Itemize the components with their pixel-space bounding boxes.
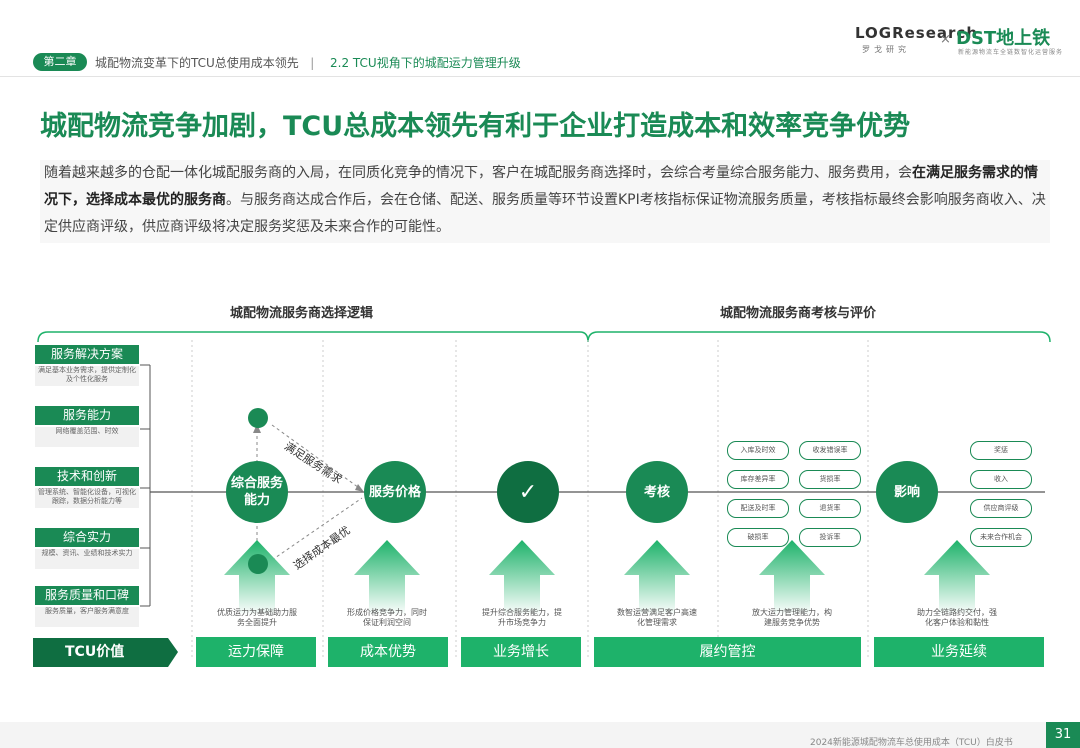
node-service-capability: 综合服务能力: [226, 461, 288, 523]
kpi-pill: 收发错误率: [799, 441, 861, 460]
factor-tech: 技术和创新: [35, 467, 139, 486]
factor-solution-desc: 满足基本业务需求，提供定制化及个性化服务: [35, 366, 139, 386]
value-fulfillment-control: 履约管控: [594, 637, 861, 667]
check-icon: ✓: [497, 461, 559, 523]
footer-text: 2024新能源城配物流车总使用成本（TCU）白皮书: [810, 738, 1013, 748]
arrow-text: 数智运营满足客户高速化管理需求: [617, 608, 697, 627]
paragraph-part1: 随着越来越多的仓配一体化城配服务商的入局，在同质化竞争的情况下，客户在城配服务商…: [44, 165, 912, 181]
factor-tech-desc: 管理系统、智能化设备，可视化跟踪，数据分析能力等: [35, 488, 139, 508]
logo-separator: ×: [940, 32, 951, 47]
value-business-growth: 业务增长: [461, 637, 581, 667]
kpi-pill: 破损率: [727, 528, 789, 547]
dst-logo: DST地上铁: [956, 28, 1051, 49]
factor-quality: 服务质量和口碑: [35, 586, 139, 605]
influence-pill: 收入: [970, 470, 1032, 489]
node-assessment: 考核: [626, 461, 688, 523]
value-capacity-guarantee: 运力保障: [196, 637, 316, 667]
header-divider: [0, 76, 1080, 77]
factor-capability: 服务能力: [35, 406, 139, 425]
column-dividers: [191, 340, 869, 660]
arrow-text: 优质运力为基础助力服务全面提升: [217, 608, 297, 627]
influence-pill: 奖惩: [970, 441, 1032, 460]
right-heading: 城配物流服务商考核与评价: [720, 306, 877, 321]
kpi-pill: 投诉率: [799, 528, 861, 547]
kpi-pill: 配送及时率: [727, 499, 789, 518]
kpi-pill: 库存差异率: [727, 470, 789, 489]
intro-paragraph: 随着越来越多的仓配一体化城配服务商的入局，在同质化竞争的情况下，客户在城配服务商…: [40, 160, 1050, 243]
small-node-bottom: [248, 554, 268, 574]
influence-pill: 未来合作机会: [970, 528, 1032, 547]
kpi-pill: 入库及时效: [727, 441, 789, 460]
value-business-continuity: 业务延续: [874, 637, 1044, 667]
chapter-badge: 第二章: [33, 53, 87, 71]
arrow-text: 放大运力管理能力，构建服务竞争优势: [752, 608, 832, 627]
value-cost-advantage: 成本优势: [328, 637, 448, 667]
influence-pill: 供应商评级: [970, 499, 1032, 518]
factor-capability-desc: 网络覆盖范围、时效: [35, 427, 139, 447]
tcu-arrow-tip: [168, 638, 178, 667]
node-service-price: 服务价格: [364, 461, 426, 523]
tcu-value-label: TCU价值: [33, 638, 168, 667]
footer-bar: [0, 722, 1080, 748]
breadcrumb-separator: |: [310, 56, 315, 70]
node-influence: 影响: [876, 461, 938, 523]
arrow-text: 提升综合服务能力，提升市场竞争力: [482, 608, 562, 627]
factor-solution: 服务解决方案: [35, 345, 139, 364]
factor-strength-desc: 规模、资讯、业绩和技术实力: [35, 549, 139, 569]
chapter-title: 城配物流变革下的TCU总使用成本领先 |: [95, 56, 315, 70]
logr-logo: LOGResearch: [855, 24, 979, 42]
kpi-pill: 退货率: [799, 499, 861, 518]
arrow-text: 助力全链路约交付，强化客户体验和黏性: [917, 608, 997, 627]
logr-logo-sub: 罗戈研究: [862, 45, 910, 54]
factor-strength: 综合实力: [35, 528, 139, 547]
factor-connectors: [140, 364, 151, 607]
dashed-triangle: [256, 424, 363, 561]
factor-quality-desc: 服务质量，客户服务满意度: [35, 607, 139, 627]
small-node-top: [248, 408, 268, 428]
section-title: 2.2 TCU视角下的城配运力管理升级: [330, 56, 521, 70]
arrow-text: 形成价格竞争力，同时保证利润空间: [347, 608, 427, 627]
page-title: 城配物流竞争加剧，TCU总成本领先有利于企业打造成本和效率竞争优势: [40, 111, 911, 142]
kpi-pill: 货损率: [799, 470, 861, 489]
paragraph-bold: 在满足服务需求的情况下，选择成本最优的服务商: [44, 165, 1038, 208]
up-arrows: [224, 540, 990, 615]
left-bracket: [37, 331, 589, 343]
page-number: 31: [1046, 722, 1080, 748]
dst-logo-sub: 新能源物流车全链数智化运营服务: [958, 49, 1064, 56]
left-heading: 城配物流服务商选择逻辑: [230, 306, 374, 321]
right-bracket: [587, 331, 1051, 343]
paragraph-part2: 。与服务商达成合作后，会在仓储、配送、服务质量等环节设置KPI考核指标保证物流服…: [44, 192, 1046, 235]
